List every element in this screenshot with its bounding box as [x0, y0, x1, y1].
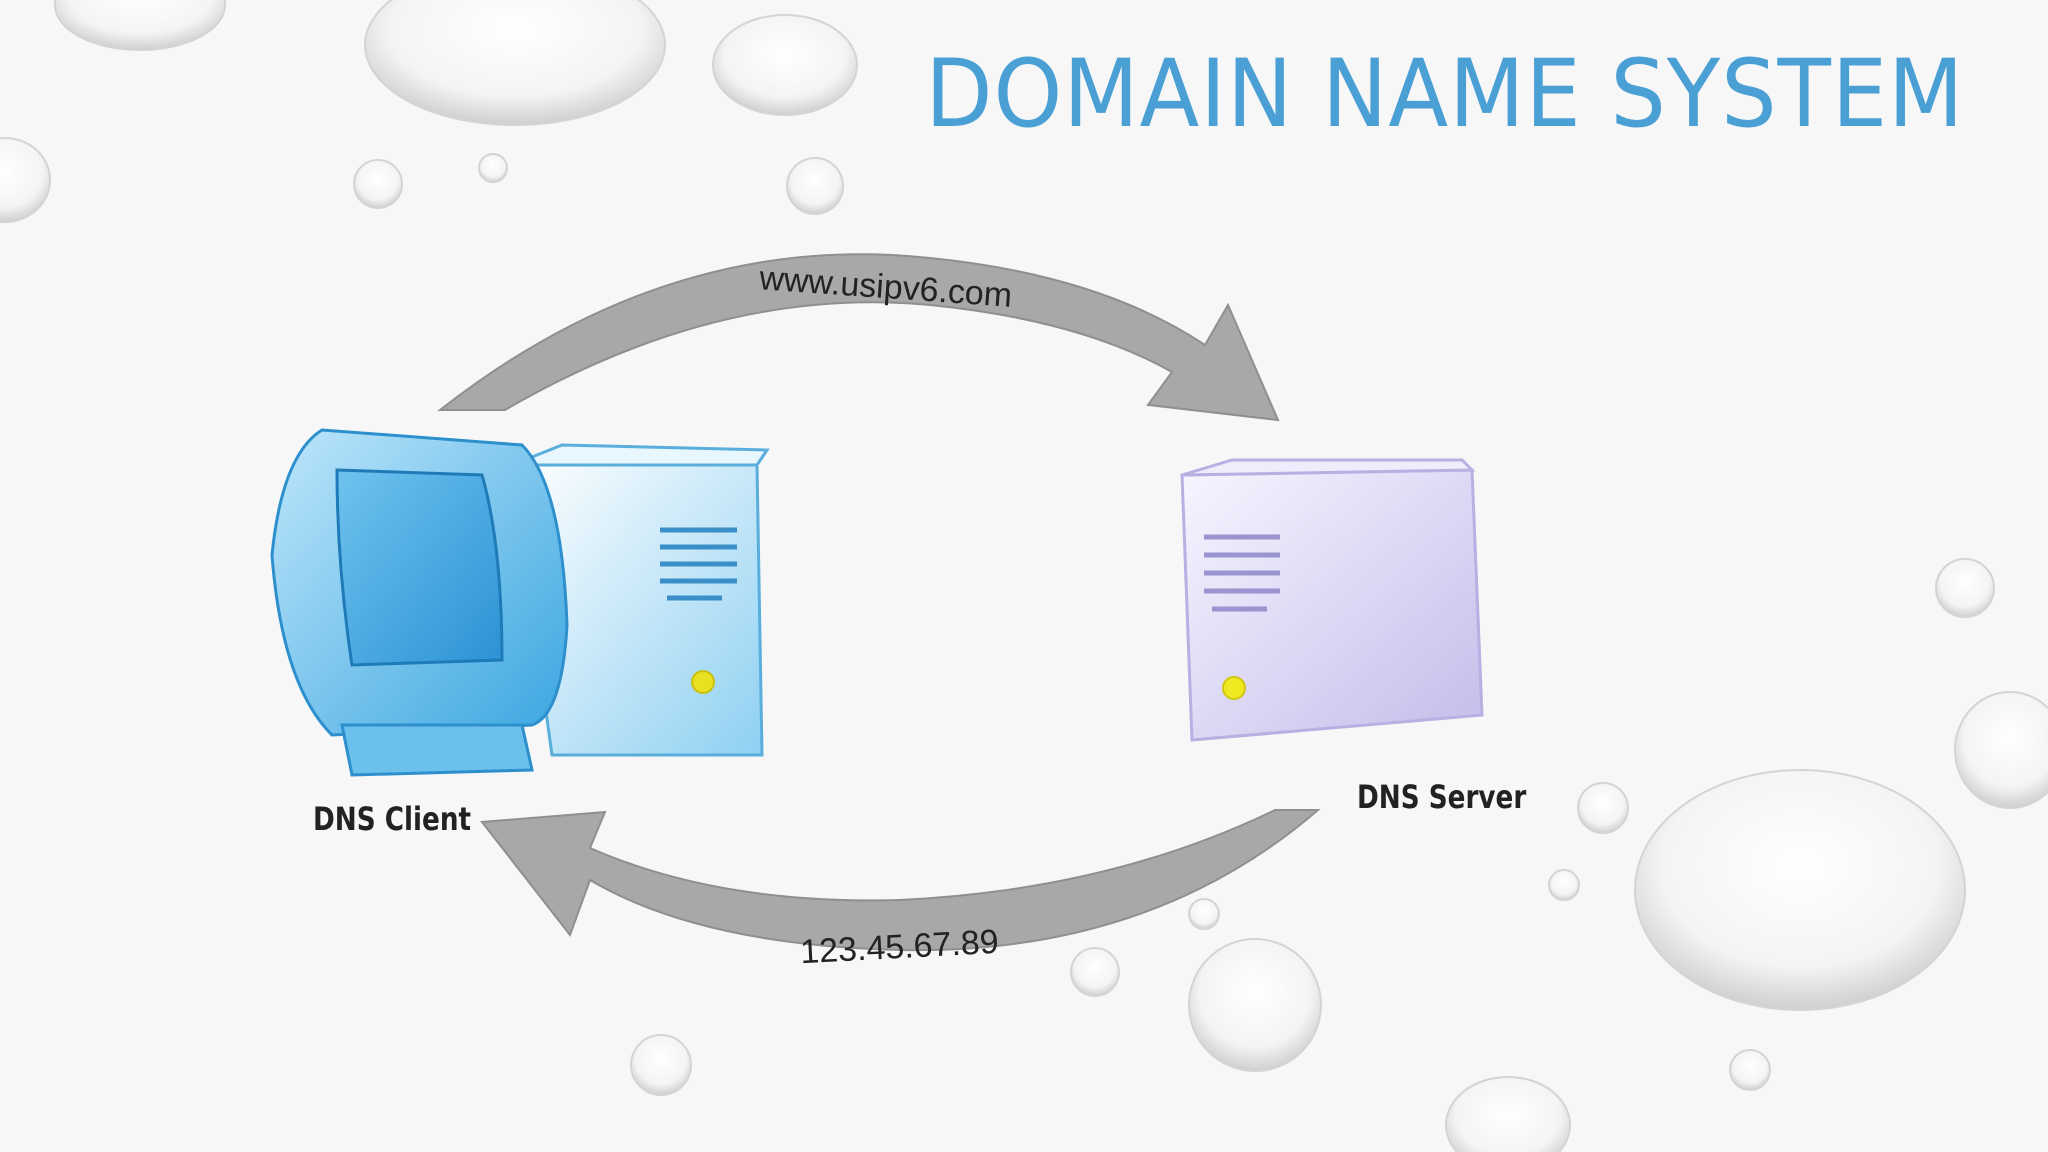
server-tower-icon [1172, 455, 1492, 765]
desktop-computer-icon [262, 425, 782, 795]
power-led [692, 671, 714, 693]
dns-server-label: DNS Server [1357, 778, 1526, 816]
power-led [1223, 677, 1245, 699]
dns-client-label: DNS Client [313, 800, 471, 838]
